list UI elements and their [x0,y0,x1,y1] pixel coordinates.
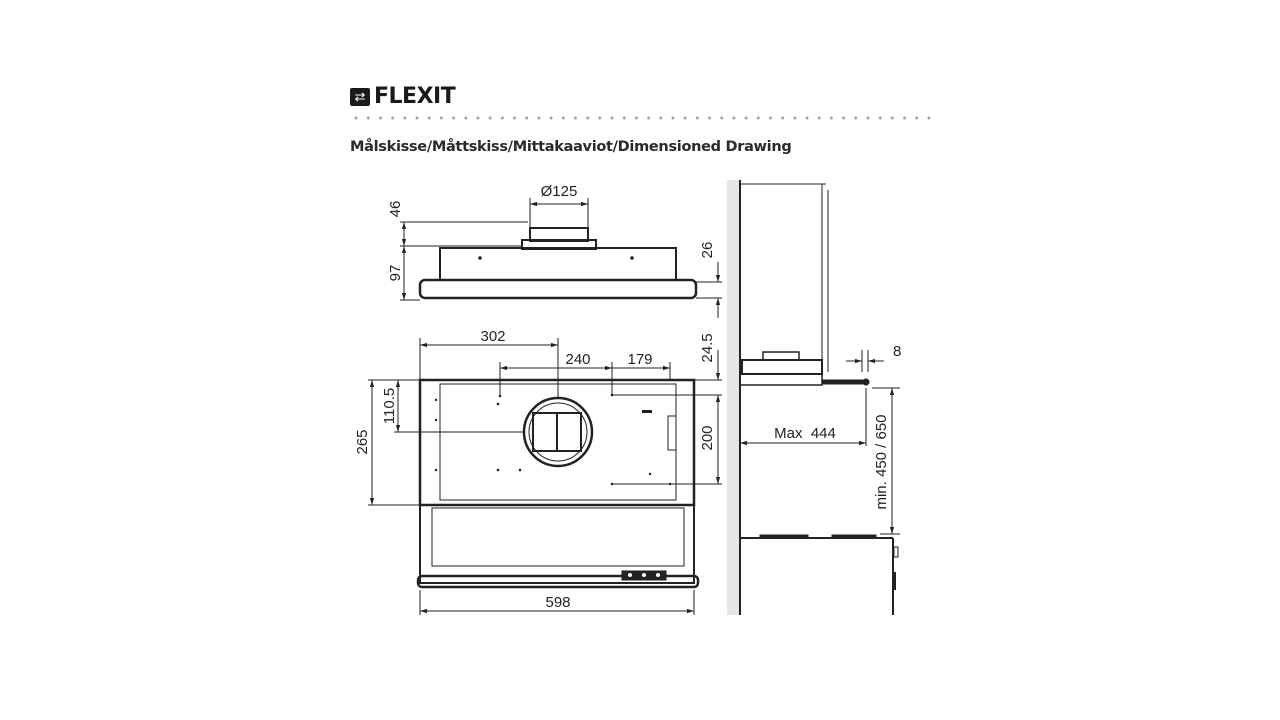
dim-179: 179 [627,351,652,368]
page-title: Målskisse/Måttskiss/Mittakaaviot/Dimensi… [350,139,792,155]
dim-240: 240 [565,351,590,368]
flexit-logo: ⇄ FLEXIT [350,84,456,109]
arrows-icon: ⇄ [350,87,370,106]
dotted-divider [350,115,935,121]
dim-24-5: 24.5 [699,333,716,362]
dim-46: 46 [387,201,404,218]
dim-diameter: Ø125 [541,183,578,200]
dim-200: 200 [699,425,716,450]
front-view [368,338,722,615]
side-view [727,180,900,615]
dim-8: 8 [893,343,901,360]
dim-302: 302 [480,328,505,345]
dim-26: 26 [699,242,716,259]
top-elevation [400,198,722,318]
dim-265: 265 [354,429,371,454]
dim-max-444: Max 444 [774,425,836,442]
dim-598: 598 [545,594,570,611]
dim-110-5: 110.5 [381,388,398,424]
dim-mount-height: min. 450 / 650 [873,414,890,509]
brand-name: FLEXIT [374,84,456,109]
dim-97: 97 [387,265,404,282]
